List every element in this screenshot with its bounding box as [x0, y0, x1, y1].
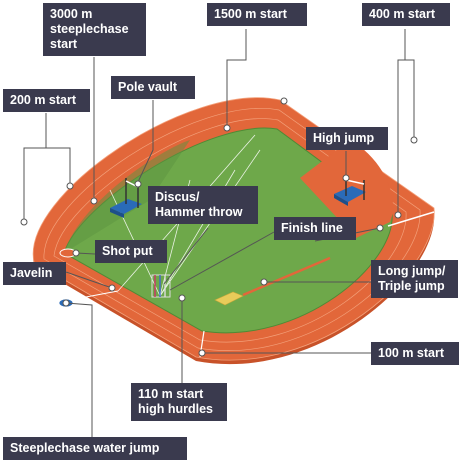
label-pole-vault: Pole vault: [111, 76, 195, 99]
label-200m-start: 200 m start: [3, 89, 90, 112]
label-high-jump: High jump: [306, 127, 388, 150]
leader-dots: [20, 97, 418, 357]
label-finish-line: Finish line: [274, 217, 356, 240]
label-3000m-steeplechase-start: 3000 m steeplechase start: [43, 3, 146, 56]
label-shot-put: Shot put: [95, 240, 167, 263]
label-400m-start: 400 m start: [362, 3, 450, 26]
pole-vault-apparatus: [110, 178, 142, 218]
label-110m-high-hurdles-start: 110 m start high hurdles: [131, 383, 227, 421]
infield-d-left: [64, 140, 190, 253]
lane-line: [53, 118, 407, 343]
label-1500m-start: 1500 m start: [207, 3, 307, 26]
label-steeplechase-water-jump: Steeplechase water jump: [3, 437, 187, 460]
long-jump-pit: [214, 291, 244, 306]
hammer-cage: [151, 274, 171, 298]
lane-line: [43, 108, 421, 351]
javelin-runway: [69, 290, 119, 301]
long-jump-runway: [242, 256, 331, 297]
leader-lines: [23, 29, 415, 437]
label-long-triple-jump: Long jump/ Triple jump: [371, 260, 458, 298]
label-discus-hammer-throw: Discus/ Hammer throw: [148, 186, 258, 224]
finish-line-mark: [387, 211, 435, 227]
label-100m-start: 100 m start: [371, 342, 459, 365]
label-javelin: Javelin: [3, 262, 66, 285]
